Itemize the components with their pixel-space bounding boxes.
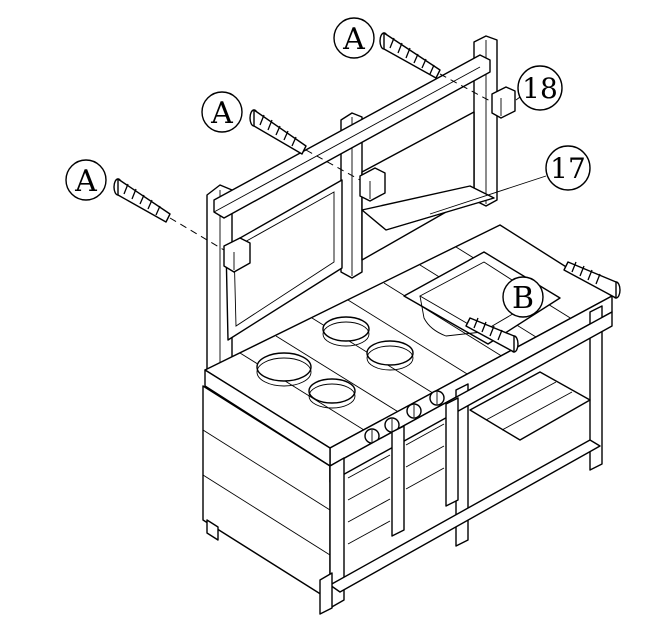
callout-a-middle-label: A: [210, 96, 233, 131]
callout-a-left-label: A: [74, 164, 97, 199]
leader-17: [429, 175, 547, 215]
back-frame: [206, 35, 498, 379]
callout-17-label: 17: [550, 152, 586, 185]
screw-b-front: [465, 317, 519, 353]
callout-18-label: 18: [522, 72, 558, 105]
callout-a-top-label: A: [342, 22, 365, 57]
screw-b-side: [563, 261, 621, 299]
callout-a-top: A: [333, 17, 375, 59]
screw-a-middle: [249, 109, 361, 181]
mounting-cleats: [223, 86, 516, 273]
callout-a-left: A: [65, 159, 107, 201]
callout-b: B: [502, 276, 544, 318]
hob-plates: [256, 316, 414, 409]
callout-17: 17: [545, 145, 591, 191]
sink-basin: [403, 251, 561, 345]
callout-18: 18: [517, 65, 563, 111]
lower-cabinet: [202, 305, 613, 615]
screw-a-top: [379, 32, 493, 103]
callout-b-label: B: [512, 281, 534, 316]
callout-a-middle: A: [201, 91, 243, 133]
screw-a-left: [113, 178, 225, 251]
